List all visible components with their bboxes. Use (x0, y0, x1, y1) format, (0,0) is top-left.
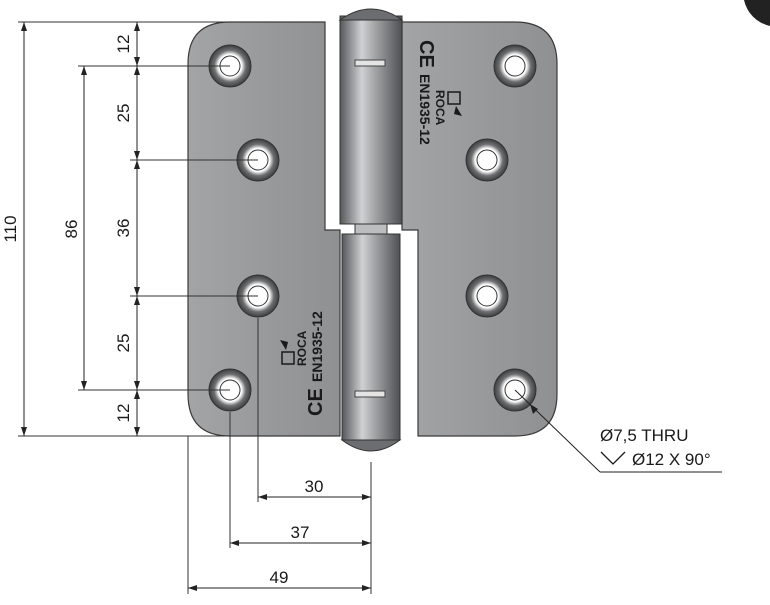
left-leaf-markings: CE EN1935-12 ROCA (280, 311, 327, 416)
dim-outer-width: 49 (270, 568, 289, 587)
dim-upper-gap: 25 (114, 104, 133, 123)
corner-decoration (744, 0, 770, 26)
dim-total-height: 110 (1, 215, 20, 242)
dim-middle-width: 37 (291, 523, 310, 542)
extension-lines (18, 21, 372, 594)
screw-hole (493, 44, 537, 88)
hole-callout-leader (514, 389, 722, 473)
dim-top-edge: 12 (114, 35, 133, 54)
lower-knuckle (340, 233, 402, 452)
ce-mark: CE (305, 388, 327, 416)
brand-logo-icon (447, 91, 462, 116)
dim-hole-span: 86 (62, 220, 81, 239)
upper-knuckle (338, 8, 404, 225)
screw-hole (465, 274, 509, 318)
screw-hole (465, 138, 509, 182)
vertical-dimension-lines (21, 22, 140, 436)
left-hinge-leaf (187, 21, 341, 437)
ce-mark: CE (415, 40, 437, 68)
standard-mark: EN1935-12 (309, 311, 325, 382)
horizontal-dimension-lines (188, 494, 371, 591)
knuckle-joint (354, 223, 388, 235)
right-hinge-leaf (401, 21, 558, 437)
brand-mark: ROCA (295, 330, 309, 366)
countersink-icon (600, 451, 626, 465)
dim-middle-gap: 36 (114, 219, 133, 238)
dim-bottom-edge: 12 (114, 404, 133, 423)
brand-mark: ROCA (433, 90, 447, 126)
brand-logo-icon (280, 340, 295, 365)
right-leaf-markings: CE EN1935-12 ROCA (415, 40, 462, 145)
standard-mark: EN1935-12 (417, 74, 433, 145)
dim-inner-width: 30 (305, 477, 324, 496)
dim-lower-gap: 25 (114, 334, 133, 353)
countersink-callout: Ø12 X 90° (632, 450, 711, 469)
hole-thru-callout: Ø7,5 THRU (600, 426, 689, 445)
